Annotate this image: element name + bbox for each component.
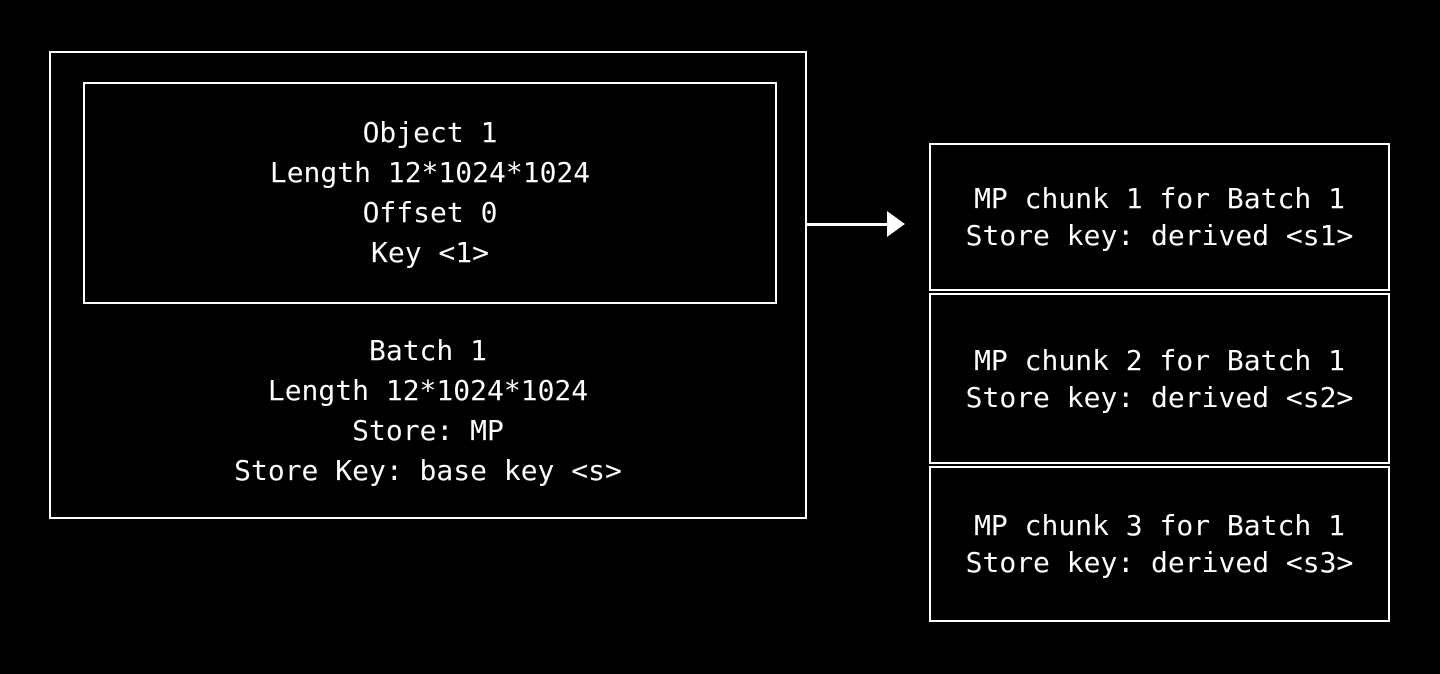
batch-length: Length 12*1024*1024: [267, 373, 589, 407]
object-title: Object 1: [362, 116, 498, 149]
chunk-title: MP chunk 2 for Batch 1: [974, 343, 1345, 377]
chunk-store-key: Store key: derived <s2>: [965, 380, 1354, 414]
batch-store-key: Store Key: base key <s>: [234, 453, 622, 487]
chunk-stack: MP chunk 1 for Batch 1 Store key: derive…: [929, 143, 1390, 622]
chunk-box-1: MP chunk 1 for Batch 1 Store key: derive…: [929, 143, 1390, 291]
object-offset: Offset 0: [362, 196, 498, 229]
chunk-store-key: Store key: derived <s3>: [965, 546, 1354, 579]
chunk-title: MP chunk 1 for Batch 1: [974, 182, 1345, 215]
flow-arrow: [807, 210, 907, 240]
arrow-shaft: [807, 223, 891, 226]
batch-container-box: Object 1 Length 12*1024*1024 Offset 0 Ke…: [49, 51, 807, 519]
object-length: Length 12*1024*1024: [269, 156, 591, 189]
batch-info: Batch 1 Length 12*1024*1024 Store: MP St…: [51, 304, 805, 517]
chunk-title: MP chunk 3 for Batch 1: [974, 509, 1345, 542]
batch-store: Store: MP: [352, 413, 504, 447]
batch-title: Batch 1: [368, 333, 487, 367]
chunk-store-key: Store key: derived <s1>: [965, 219, 1354, 252]
chunk-box-3: MP chunk 3 for Batch 1 Store key: derive…: [929, 466, 1390, 622]
chunk-box-2: MP chunk 2 for Batch 1 Store key: derive…: [929, 293, 1390, 464]
object-key: Key <1>: [370, 236, 489, 269]
object-box: Object 1 Length 12*1024*1024 Offset 0 Ke…: [83, 82, 777, 304]
arrow-head-icon: [887, 211, 905, 237]
